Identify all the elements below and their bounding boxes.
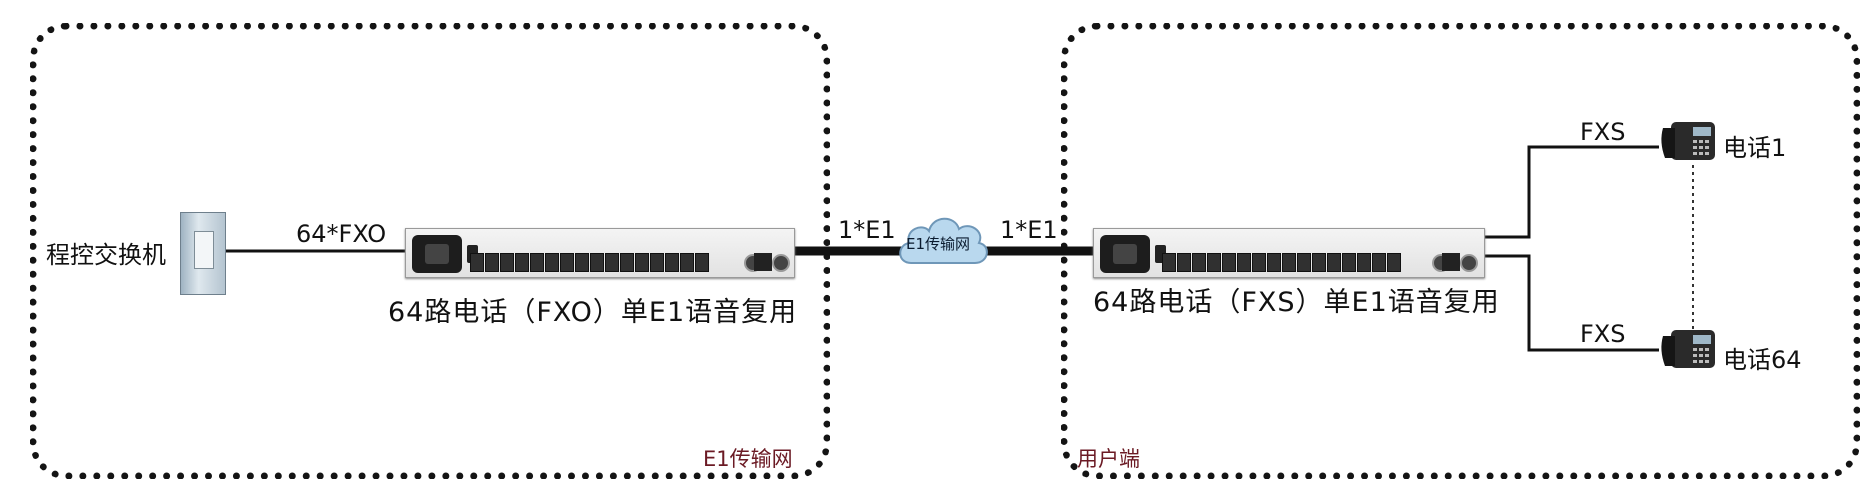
phone64-label: 电话64 bbox=[1723, 346, 1802, 374]
power-socket-icon bbox=[1100, 235, 1150, 273]
right-e1-label: 1*E1 bbox=[1000, 216, 1058, 244]
fxo-mux-label: 64路电话（FXO）单E1语音复用 bbox=[388, 297, 798, 328]
port-group bbox=[1222, 253, 1281, 272]
fxs-bottom-label: FXS bbox=[1580, 320, 1626, 348]
cloud-icon bbox=[899, 217, 988, 264]
exchange-cabinet-icon bbox=[180, 212, 226, 295]
port-group bbox=[530, 253, 589, 272]
phone1-label: 电话1 bbox=[1723, 134, 1787, 162]
bnc-connector-icon bbox=[1460, 254, 1478, 272]
fxs-bottom-line bbox=[1485, 254, 1659, 352]
exchange-label: 程控交换机 bbox=[46, 241, 166, 269]
e1-port-icon bbox=[754, 253, 772, 271]
fxs-top-label: FXS bbox=[1580, 118, 1626, 146]
fxs-mux-device bbox=[1093, 228, 1485, 278]
phone-icon bbox=[1661, 330, 1715, 368]
link-fxo-label: 64*FXO bbox=[296, 220, 387, 248]
port-group bbox=[470, 253, 529, 272]
e1-port-icon bbox=[1442, 253, 1460, 271]
fxs-mux-label: 64路电话（FXS）单E1语音复用 bbox=[1093, 287, 1500, 318]
left-e1-label: 1*E1 bbox=[838, 216, 896, 244]
zone-right-label: 用户端 bbox=[1077, 447, 1140, 471]
zone-left-label: E1传输网 bbox=[703, 447, 793, 471]
port-group bbox=[590, 253, 649, 272]
port-group bbox=[1282, 253, 1341, 272]
fxo-mux-device bbox=[405, 228, 795, 278]
phone-icon bbox=[1661, 122, 1715, 160]
power-socket-icon bbox=[412, 235, 462, 273]
fxs-top-line bbox=[1485, 145, 1659, 239]
cloud-label: E1传输网 bbox=[906, 235, 971, 253]
port-group bbox=[650, 253, 709, 272]
power-switch-icon bbox=[1155, 245, 1166, 263]
port-group bbox=[1342, 253, 1401, 272]
port-group bbox=[1162, 253, 1221, 272]
bnc-connector-icon bbox=[772, 254, 790, 272]
